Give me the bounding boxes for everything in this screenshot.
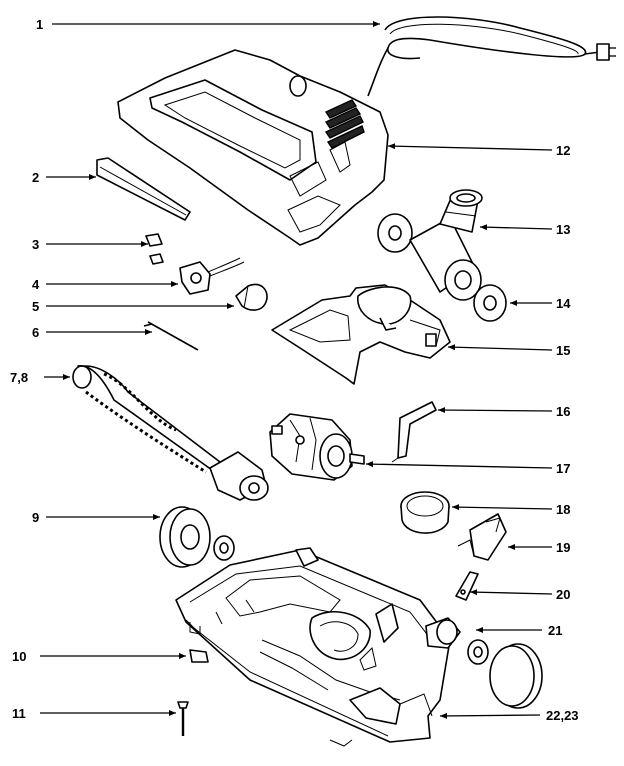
label-2: 2 (32, 170, 39, 185)
top-cover-part (117, 49, 389, 246)
base-housing-part (175, 547, 461, 747)
wheel-part (159, 506, 211, 568)
label-3: 3 (32, 237, 39, 252)
leader-lines (40, 21, 553, 719)
part-labels: 1 2 3 4 5 6 7,8 9 10 11 12 13 14 15 16 1… (10, 17, 579, 723)
label-16: 16 (556, 404, 570, 419)
label-17: 17 (556, 461, 570, 476)
label-18: 18 (556, 502, 570, 517)
bracket-16-part (391, 401, 437, 463)
washer-left-part (213, 535, 235, 561)
label-12: 12 (556, 143, 570, 158)
brush-roll-part (72, 365, 269, 501)
motor-part (269, 413, 365, 481)
label-21: 21 (548, 623, 562, 638)
rear-wheel-part (467, 639, 543, 709)
label-20: 20 (556, 587, 570, 602)
vent-slots (324, 99, 365, 149)
bulb-part (235, 283, 268, 311)
bumper-strip-part (96, 157, 191, 221)
label-15: 15 (556, 343, 570, 358)
feet-part (145, 233, 164, 265)
label-10: 10 (12, 649, 26, 664)
label-13: 13 (556, 222, 570, 237)
label-4: 4 (32, 277, 40, 292)
rod-part (143, 321, 199, 351)
motor-tube-part (377, 189, 483, 301)
label-5: 5 (32, 299, 39, 314)
label-7-8: 7,8 (10, 370, 28, 385)
power-cord-part (367, 16, 616, 97)
small-bracket-part (455, 571, 479, 601)
label-19: 19 (556, 540, 570, 555)
screw-part (177, 701, 189, 736)
washer-right-part (473, 284, 507, 322)
bracket-plate-part (271, 284, 451, 385)
label-14: 14 (556, 296, 571, 311)
clip-part (457, 513, 507, 561)
fastener-part (189, 649, 209, 663)
belt-part (400, 491, 450, 534)
label-1: 1 (36, 17, 43, 32)
label-6: 6 (32, 325, 39, 340)
label-9: 9 (32, 510, 39, 525)
light-socket-part (179, 257, 245, 295)
label-22-23: 22,23 (546, 708, 579, 723)
label-11: 11 (12, 706, 26, 721)
